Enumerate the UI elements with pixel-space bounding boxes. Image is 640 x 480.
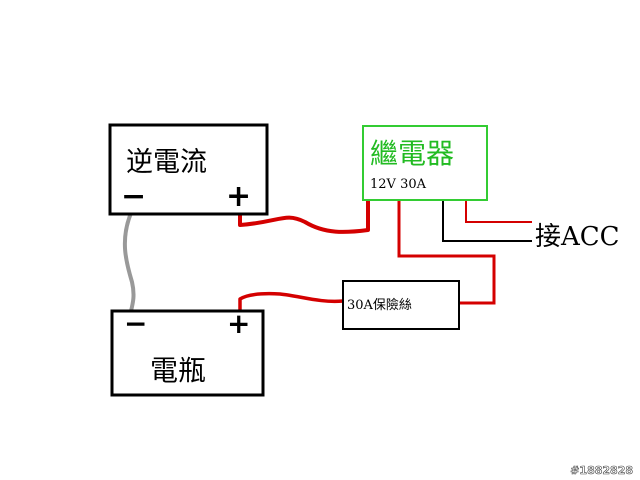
- battery-minus-terminal: −: [124, 307, 147, 340]
- battery-plus-terminal: +: [227, 307, 250, 340]
- wire-relay-to-fuse: [397, 201, 496, 305]
- inverter-label: 逆電流: [126, 147, 207, 178]
- wire-fuse-to-battery-plus: [238, 291, 344, 311]
- battery-box: − + 電瓶: [110, 307, 265, 397]
- fuse-label: 30A保險絲: [347, 298, 412, 313]
- battery-label: 電瓶: [150, 354, 206, 387]
- inverter-box: 逆電流 − +: [108, 123, 269, 216]
- wire-inverter-minus-to-battery-minus: [122, 212, 136, 312]
- inverter-plus-terminal: +: [226, 179, 251, 214]
- wire-inverter-plus-to-relay: [238, 201, 370, 234]
- relay-label: 繼電器: [370, 137, 454, 170]
- inverter-minus-terminal: −: [121, 179, 146, 214]
- acc-label: 接ACC: [535, 222, 620, 252]
- wire-relay-to-acc-black: [442, 201, 532, 242]
- wire-relay-to-acc-red: [465, 201, 532, 223]
- fuse-box: 30A保險絲: [342, 280, 460, 330]
- relay-rating: 12V 30A: [370, 177, 427, 192]
- relay-box: 繼電器 12V 30A: [362, 125, 488, 201]
- watermark-id: #1882828: [570, 464, 633, 477]
